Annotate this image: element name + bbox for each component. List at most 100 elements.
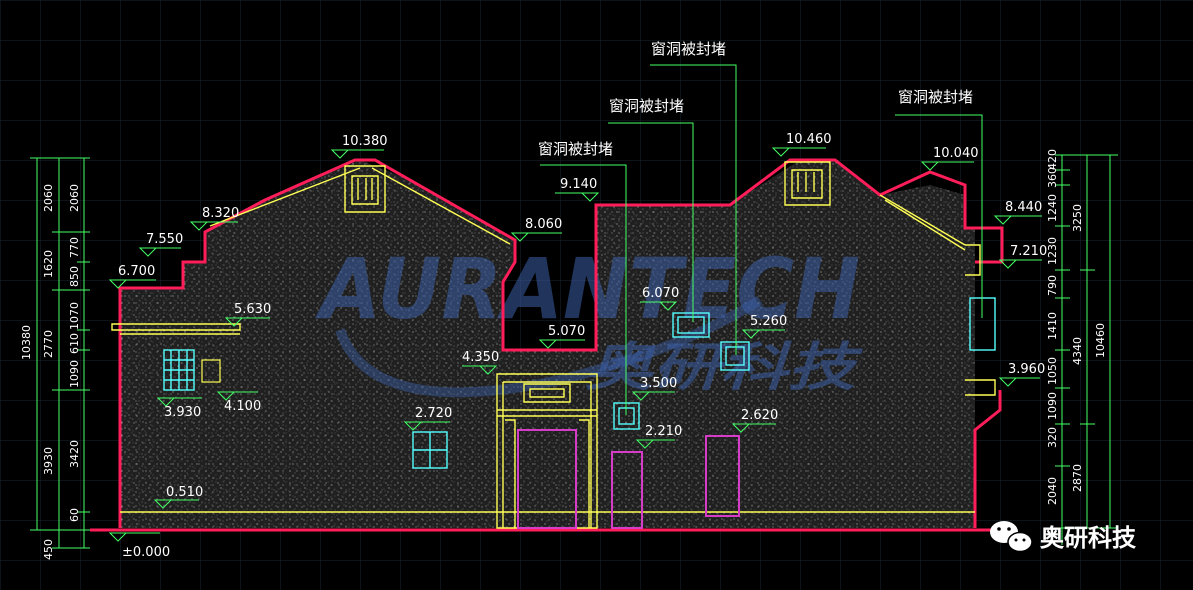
dim-right-inner-9: 420 [1046,149,1059,170]
right-roof-trim [879,194,966,251]
leader-1 [540,164,627,415]
marker-sealed-2 [741,329,785,339]
level-door-mid: 2.210 [645,424,682,439]
dim-right-outer-0: 2870 [1071,464,1084,492]
level-sealed-3: 3.500 [640,376,677,391]
note-sealed-1: 窗洞被封堵 [538,140,613,158]
right-step [965,244,996,396]
marker-ridge-left [330,149,384,159]
marker-right-3 [998,377,1040,387]
marker-ridge-right [920,161,974,171]
marker-right-1 [993,215,1042,225]
dim-left-ticks [30,157,90,549]
level-valley-bottom: 5.070 [548,324,585,339]
source-badge: 奥研科技 [990,521,1137,553]
dim-left-outer-3: 1620 [42,250,55,278]
marker-cornice [224,317,270,327]
gable-vent-mid [784,161,831,206]
level-markers [108,147,1042,542]
marker-win-small [403,421,450,431]
marker-mid-gable [555,192,600,202]
window-left-large-mullions [164,350,194,390]
dim-right-inner-5: 790 [1046,275,1059,296]
dim-right-inner-6: 1230 [1046,237,1059,265]
windows [163,297,996,469]
watermark-cjk: 奥研科技 [585,338,864,398]
note-sealed-4: 窗洞被封堵 [898,88,973,106]
level-ridge-right: 10.040 [933,146,979,161]
right-edge-outline [973,390,1002,528]
marker-eave-2 [138,247,181,257]
dim-left-inner-7: 2060 [68,184,81,212]
dim-right-inner-2: 1090 [1046,392,1059,420]
badge-label: 奥研科技 [1040,524,1137,552]
marker-valley-bottom [538,339,585,349]
marker-door-mid [635,439,675,449]
level-ridge-mid: 10.460 [786,132,832,147]
window-left-small-mullions [413,432,447,468]
door-right [705,435,740,517]
gate-frame [496,373,598,529]
note-sealed-2: 窗洞被封堵 [609,97,684,115]
marker-door-right [731,423,776,433]
marker-win-sill [216,391,258,401]
marker-floor [153,499,199,509]
level-gate-top: 4.350 [462,350,499,365]
dim-left-inner-0: 60 [68,508,81,522]
marker-eave-1 [189,221,238,231]
dim-left-inner-4: 1070 [68,302,81,330]
sealed-window-2 [720,341,750,371]
level-ground: ±0.000 [122,545,170,560]
marker-sealed-3 [631,391,675,401]
dim-right-ticks [1055,154,1118,529]
dim-right-inner-0: 2040 [1046,477,1059,505]
marker-right-2 [998,259,1042,269]
level-labels: 10.380 10.460 10.040 8.320 7.550 6.700 5… [118,132,1047,560]
dim-right-inner-7: 1240 [1046,194,1059,222]
dim-left-outer-4: 2060 [42,184,55,212]
dim-right-inner-4: 1410 [1046,312,1059,340]
outline [90,158,1010,532]
level-eave-2: 7.550 [146,232,183,247]
note-sealed-3: 窗洞被封堵 [651,40,726,58]
leader-4 [895,114,983,318]
level-right-2: 7.210 [1010,244,1047,259]
dim-right-outer-2: 3250 [1071,204,1084,232]
sealed-window-notes: 窗洞被封堵 窗洞被封堵 窗洞被封堵 窗洞被封堵 [538,40,973,158]
sealed-window-2-inner [725,346,745,366]
level-door-right: 2.620 [741,408,778,423]
dimension-lines [30,154,1118,549]
dim-right-total: 10460 [1094,323,1107,358]
dim-right-inner-1: 320 [1046,427,1059,448]
dim-left-inner-2: 1090 [68,360,81,388]
facade [120,160,975,528]
yellow-details [111,161,996,529]
level-valley-top: 8.060 [525,217,562,232]
dim-left-total: 10380 [20,325,33,360]
level-eave-1: 8.320 [202,206,239,221]
leader-3 [650,64,737,355]
marker-eave-3 [108,279,156,289]
sealed-window-1 [672,312,710,338]
level-win-sill: 4.100 [224,399,261,414]
roof-outline [118,158,1004,528]
wechat-icon [990,521,1033,553]
gate-door [517,429,577,529]
marker-sealed-1 [640,301,678,311]
dim-left-inner-1: 3420 [68,440,81,468]
level-sealed-1: 6.070 [642,286,679,301]
leader-lines [540,64,983,415]
dim-left-outer-0: 450 [42,539,55,560]
sealed-window-1-inner [677,316,705,334]
level-win-small: 2.720 [415,406,452,421]
dim-right-outer-1: 4340 [1071,337,1084,365]
level-floor: 0.510 [166,485,203,500]
marker-win-top [156,397,202,407]
dimension-labels: 10380 450 3930 2770 1620 2060 60 3420 10… [20,149,1107,560]
level-sealed-2: 5.260 [750,314,787,329]
left-roof-trim-2 [371,167,511,245]
cornice-left [111,323,241,331]
watermark-swoosh [335,295,763,398]
level-ridge-left: 10.380 [342,134,388,149]
